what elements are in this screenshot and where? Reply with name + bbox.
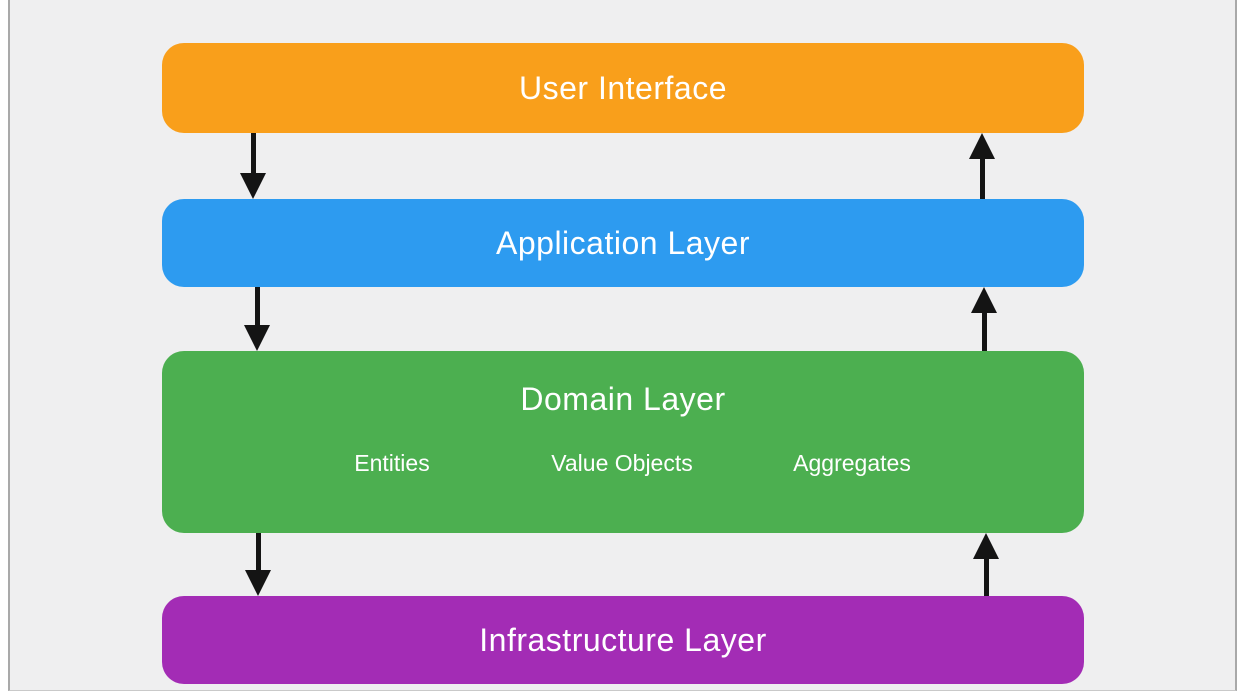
- arrow-head-down-icon: [245, 570, 271, 596]
- arrow-head-down-icon: [244, 325, 270, 351]
- layer-domain-title-row: Domain Layer: [162, 379, 1084, 419]
- arrow-down-application-to-domain: [244, 287, 270, 351]
- arrow-up-domain-to-application: [971, 287, 997, 351]
- arrow-head-up-icon: [973, 533, 999, 559]
- arrow-up-infrastructure-to-domain: [973, 533, 999, 596]
- domain-sub-item-value-objects: Value Objects: [551, 450, 693, 476]
- arrow-head-down-icon: [240, 173, 266, 199]
- domain-sub-item-entities: Entities: [354, 450, 430, 476]
- layer-user-interface: User Interface: [162, 43, 1084, 133]
- arrow-shaft: [255, 533, 261, 570]
- arrow-shaft: [981, 313, 987, 351]
- domain-sub-items: Entities Value Objects Aggregates: [162, 447, 1084, 479]
- arrow-shaft: [979, 159, 985, 199]
- layer-application: Application Layer: [162, 199, 1084, 287]
- layer-user-interface-label: User Interface: [519, 69, 727, 106]
- domain-sub-item-aggregates: Aggregates: [793, 450, 911, 476]
- arrow-up-application-to-ui: [969, 133, 995, 199]
- arrow-head-up-icon: [971, 287, 997, 313]
- layer-application-label: Application Layer: [496, 224, 750, 261]
- arrow-head-up-icon: [969, 133, 995, 159]
- arrow-shaft: [983, 559, 989, 596]
- layer-domain-label: Domain Layer: [520, 381, 726, 417]
- layer-infrastructure-label: Infrastructure Layer: [479, 621, 767, 658]
- arrow-shaft: [254, 287, 260, 325]
- arrow-down-domain-to-infrastructure: [245, 533, 271, 596]
- arrow-shaft: [250, 133, 256, 173]
- arrow-down-ui-to-application: [240, 133, 266, 199]
- layer-infrastructure: Infrastructure Layer: [162, 596, 1084, 684]
- layer-domain: Domain Layer Entities Value Objects Aggr…: [162, 351, 1084, 533]
